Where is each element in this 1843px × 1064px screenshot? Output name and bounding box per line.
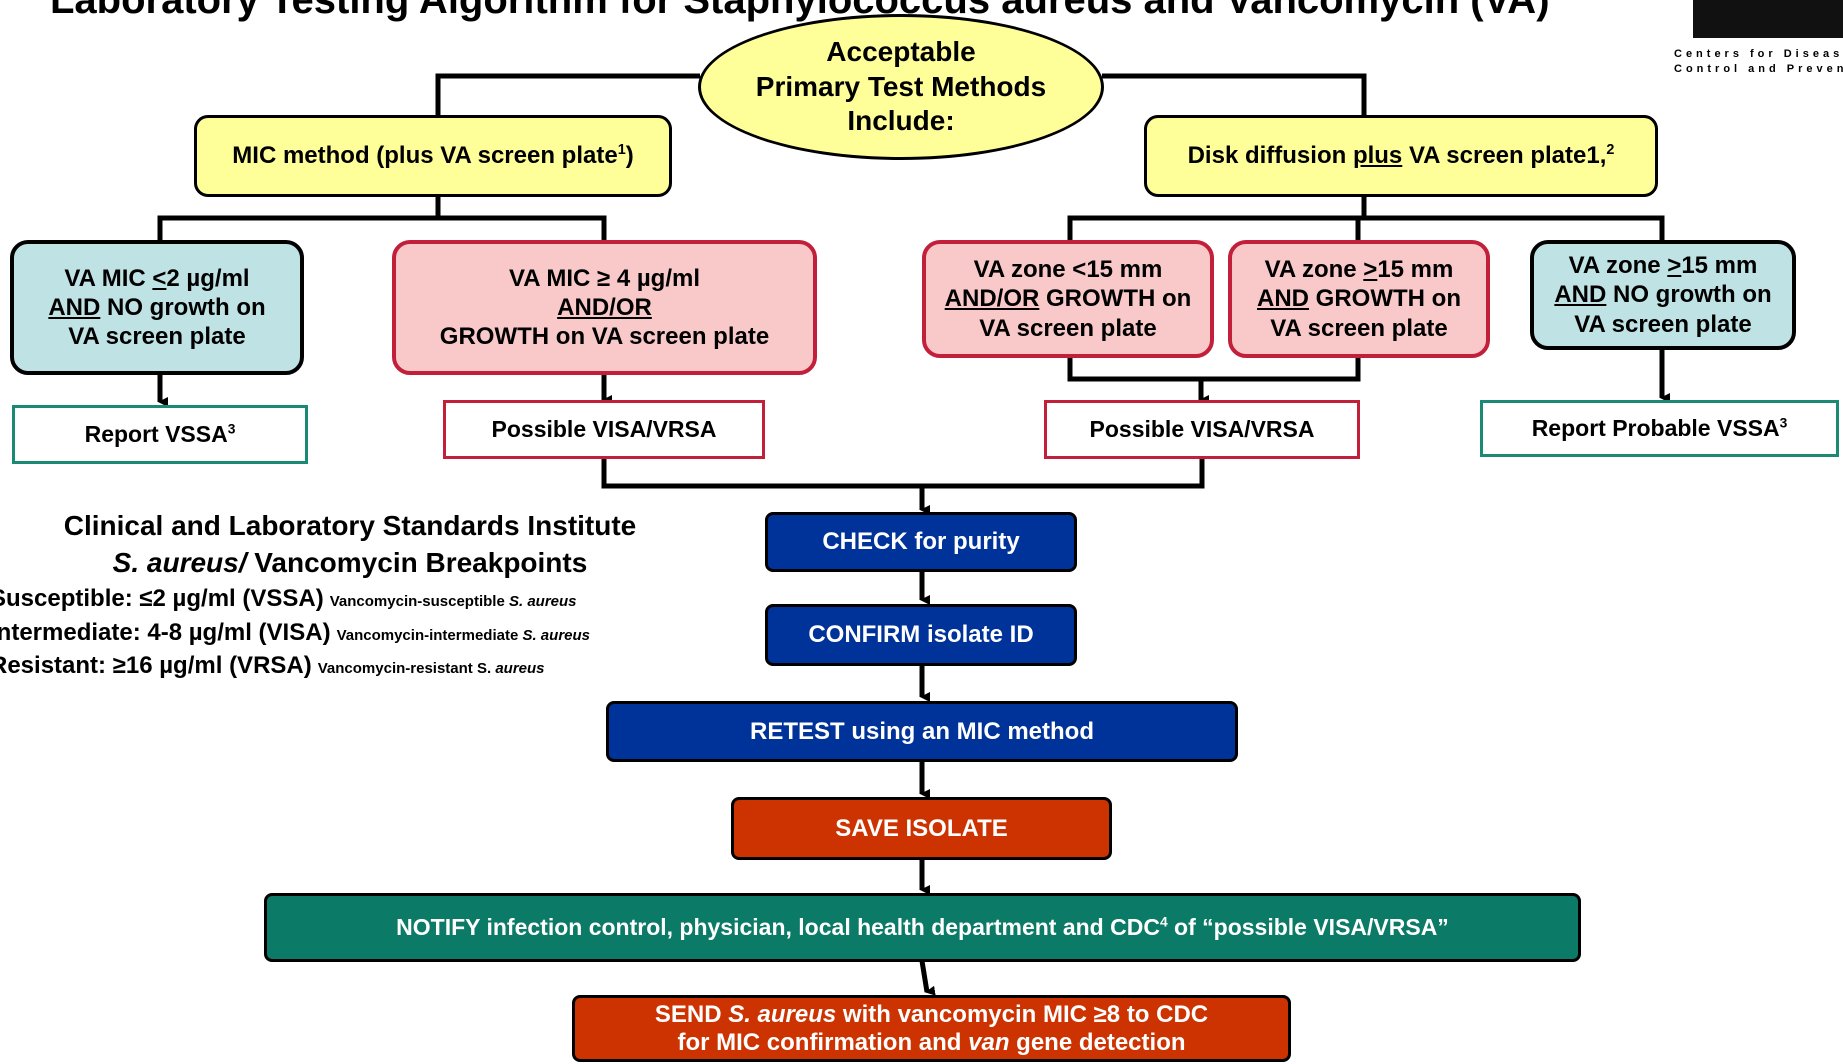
zone-ge15g-l1-u: > (1363, 256, 1378, 284)
mic-low-l1-pre: VA MIC (64, 264, 153, 292)
step-send-l2-pre: for MIC confirmation and (677, 1028, 969, 1056)
outcome-possible-visa-vrsa-2: Possible VISA/VRSA (1044, 400, 1360, 459)
disk-diffusion-box: Disk diffusion plus VA screen plate1,2 (1144, 115, 1658, 197)
zone-ge15n-l3: VA screen plate (1574, 310, 1752, 338)
disk-text-pre: Disk diffusion (1187, 142, 1353, 170)
zone-ge15n-l1-pre: VA zone (1568, 252, 1668, 280)
result-zone-lt15-box: VA zone <15 mm AND/OR GROWTH on VA scree… (922, 240, 1214, 358)
legend-row-1-italic: S. aureus (522, 626, 590, 644)
zone-ge15n-l2-post: NO growth on (1606, 281, 1772, 309)
step-save-isolate: SAVE ISOLATE (731, 797, 1112, 860)
outcome-report-probable-vssa: Report Probable VSSA3 (1480, 400, 1839, 457)
report-vssa-text: Report VSSA (84, 421, 228, 448)
step-check-purity: CHECK for purity (765, 512, 1077, 572)
cdc-logo-line-1: Centers for Disease (1674, 48, 1843, 60)
zone-ge15g-l2-post: GROWTH on (1309, 285, 1461, 313)
legend-subtitle: S. aureus/ Vancomycin Breakpoints (0, 545, 710, 582)
mic-low-l2-u: AND (48, 293, 101, 321)
legend-row-2-main: Resistant: ≥16 µg/ml (VRSA) (0, 652, 312, 680)
zone-ge15n-l1-post: 15 mm (1681, 252, 1758, 280)
step-confirm-text: CONFIRM isolate ID (808, 621, 1034, 649)
breakpoints-legend: Clinical and Laboratory Standards Instit… (0, 508, 710, 683)
step-send-to-cdc: SEND S. aureus with vancomycin MIC ≥8 to… (572, 995, 1291, 1062)
step-send-l1-italic: S. aureus (728, 1000, 837, 1028)
mic-low-l1-post: 2 µg/ml (166, 264, 250, 292)
step-send-l2-italic: van (968, 1028, 1010, 1056)
step-send-l1-pre: SEND (654, 1000, 729, 1028)
step-retest-text: RETEST using an MIC method (749, 717, 1094, 745)
mic-low-l2-post: NO growth on (100, 293, 266, 321)
outcome-possible-visa-vrsa-1: Possible VISA/VRSA (443, 400, 765, 459)
zone-ge15n-l2-u: AND (1554, 281, 1607, 309)
diagram-title: Laboratory Testing Algorithm for Staphyl… (50, 0, 1550, 22)
report-probable-text: Report Probable VSSA (1531, 415, 1780, 442)
result-mic-low-box: VA MIC <2 µg/ml AND NO growth on VA scre… (10, 240, 304, 375)
zone-ge15g-l1-post: 15 mm (1377, 256, 1454, 284)
start-ellipse: Acceptable Primary Test Methods Include: (698, 14, 1104, 160)
mic-method-text: MIC method (plus VA screen plate (232, 142, 618, 170)
disk-text-underlined: plus (1352, 142, 1403, 170)
zone-lt15-l3: VA screen plate (979, 314, 1157, 342)
step-send-l1-post: with vancomycin MIC ≥8 to CDC (836, 1000, 1209, 1028)
result-mic-high-box: VA MIC ≥ 4 µg/ml AND/OR GROWTH on VA scr… (392, 240, 817, 375)
legend-row-1-note: Vancomycin-intermediate (336, 626, 519, 644)
step-notify-post: of “possible VISA/VRSA” (1167, 914, 1449, 941)
start-line-2: Primary Test Methods (755, 70, 1047, 102)
zone-lt15-l2-post: GROWTH on (1039, 285, 1192, 313)
mic-method-tail: ) (625, 142, 634, 170)
cdc-logo-line-2: Control and Prevention (1674, 63, 1843, 75)
step-notify-footnote: 4 (1159, 914, 1168, 930)
possible-1-text: Possible VISA/VRSA (491, 416, 717, 443)
zone-ge15n-l1-u: > (1667, 252, 1682, 280)
step-confirm-id: CONFIRM isolate ID (765, 604, 1077, 666)
step-notify: NOTIFY infection control, physician, loc… (264, 893, 1581, 962)
mic-method-box: MIC method (plus VA screen plate1) (194, 115, 672, 197)
cdc-logo-mark (1693, 0, 1843, 38)
mic-high-l2-u: AND/OR (557, 293, 652, 321)
mic-method-footnote: 1 (617, 142, 626, 159)
zone-ge15g-l3: VA screen plate (1270, 314, 1448, 342)
mic-low-l3: VA screen plate (68, 323, 246, 351)
start-line-1: Acceptable (826, 35, 976, 67)
start-line-3: Include: (847, 105, 955, 137)
disk-text-post: VA screen plate1, (1402, 142, 1607, 170)
possible-2-text: Possible VISA/VRSA (1089, 416, 1315, 443)
step-check-text: CHECK for purity (822, 528, 1020, 556)
legend-subtitle-italic: S. aureus/ (112, 546, 247, 578)
mic-high-l3: GROWTH on VA screen plate (439, 323, 770, 351)
legend-row-0-italic: S. aureus (508, 592, 577, 610)
mic-high-l1: VA MIC ≥ 4 µg/ml (508, 264, 700, 292)
legend-row-0-note: Vancomycin-susceptible (329, 592, 505, 610)
legend-row-2-note: Vancomycin-resistant S. (317, 660, 492, 678)
result-zone-ge15-growth-box: VA zone >15 mm AND GROWTH on VA screen p… (1228, 240, 1490, 358)
zone-ge15g-l1-pre: VA zone (1264, 256, 1364, 284)
legend-row-1-main: Intermediate: 4-8 µg/ml (VISA) (0, 618, 331, 646)
cdc-logo: Centers for Disease Control and Preventi… (1669, 0, 1843, 98)
legend-subtitle-rest: Vancomycin Breakpoints (246, 546, 588, 578)
zone-lt15-l1: VA zone <15 mm (973, 256, 1163, 284)
step-retest: RETEST using an MIC method (606, 701, 1238, 762)
zone-lt15-l2-u: AND/OR (944, 285, 1040, 313)
disk-footnote: 2 (1606, 142, 1615, 159)
report-vssa-footnote: 3 (227, 421, 236, 437)
legend-row-0-main: Susceptible: ≤2 µg/ml (VSSA) (0, 584, 324, 612)
legend-row-resistant: Resistant: ≥16 µg/ml (VRSA) Vancomycin-re… (0, 649, 710, 683)
step-save-text: SAVE ISOLATE (835, 814, 1008, 842)
step-notify-pre: NOTIFY infection control, physician, loc… (396, 914, 1160, 941)
outcome-report-vssa: Report VSSA3 (12, 405, 308, 464)
result-zone-ge15-nogrowth-box: VA zone >15 mm AND NO growth on VA scree… (1530, 240, 1796, 350)
legend-row-2-italic: aureus (495, 660, 545, 678)
legend-row-susceptible: Susceptible: ≤2 µg/ml (VSSA) Vancomycin-s… (0, 582, 710, 616)
zone-ge15g-l2-u: AND (1257, 285, 1310, 313)
step-send-l2-post: gene detection (1009, 1028, 1186, 1056)
mic-low-l1-u: < (152, 264, 167, 292)
legend-title: Clinical and Laboratory Standards Instit… (63, 510, 637, 541)
legend-row-intermediate: Intermediate: 4-8 µg/ml (VISA) Vancomycin… (0, 616, 710, 650)
report-probable-footnote: 3 (1779, 415, 1788, 431)
